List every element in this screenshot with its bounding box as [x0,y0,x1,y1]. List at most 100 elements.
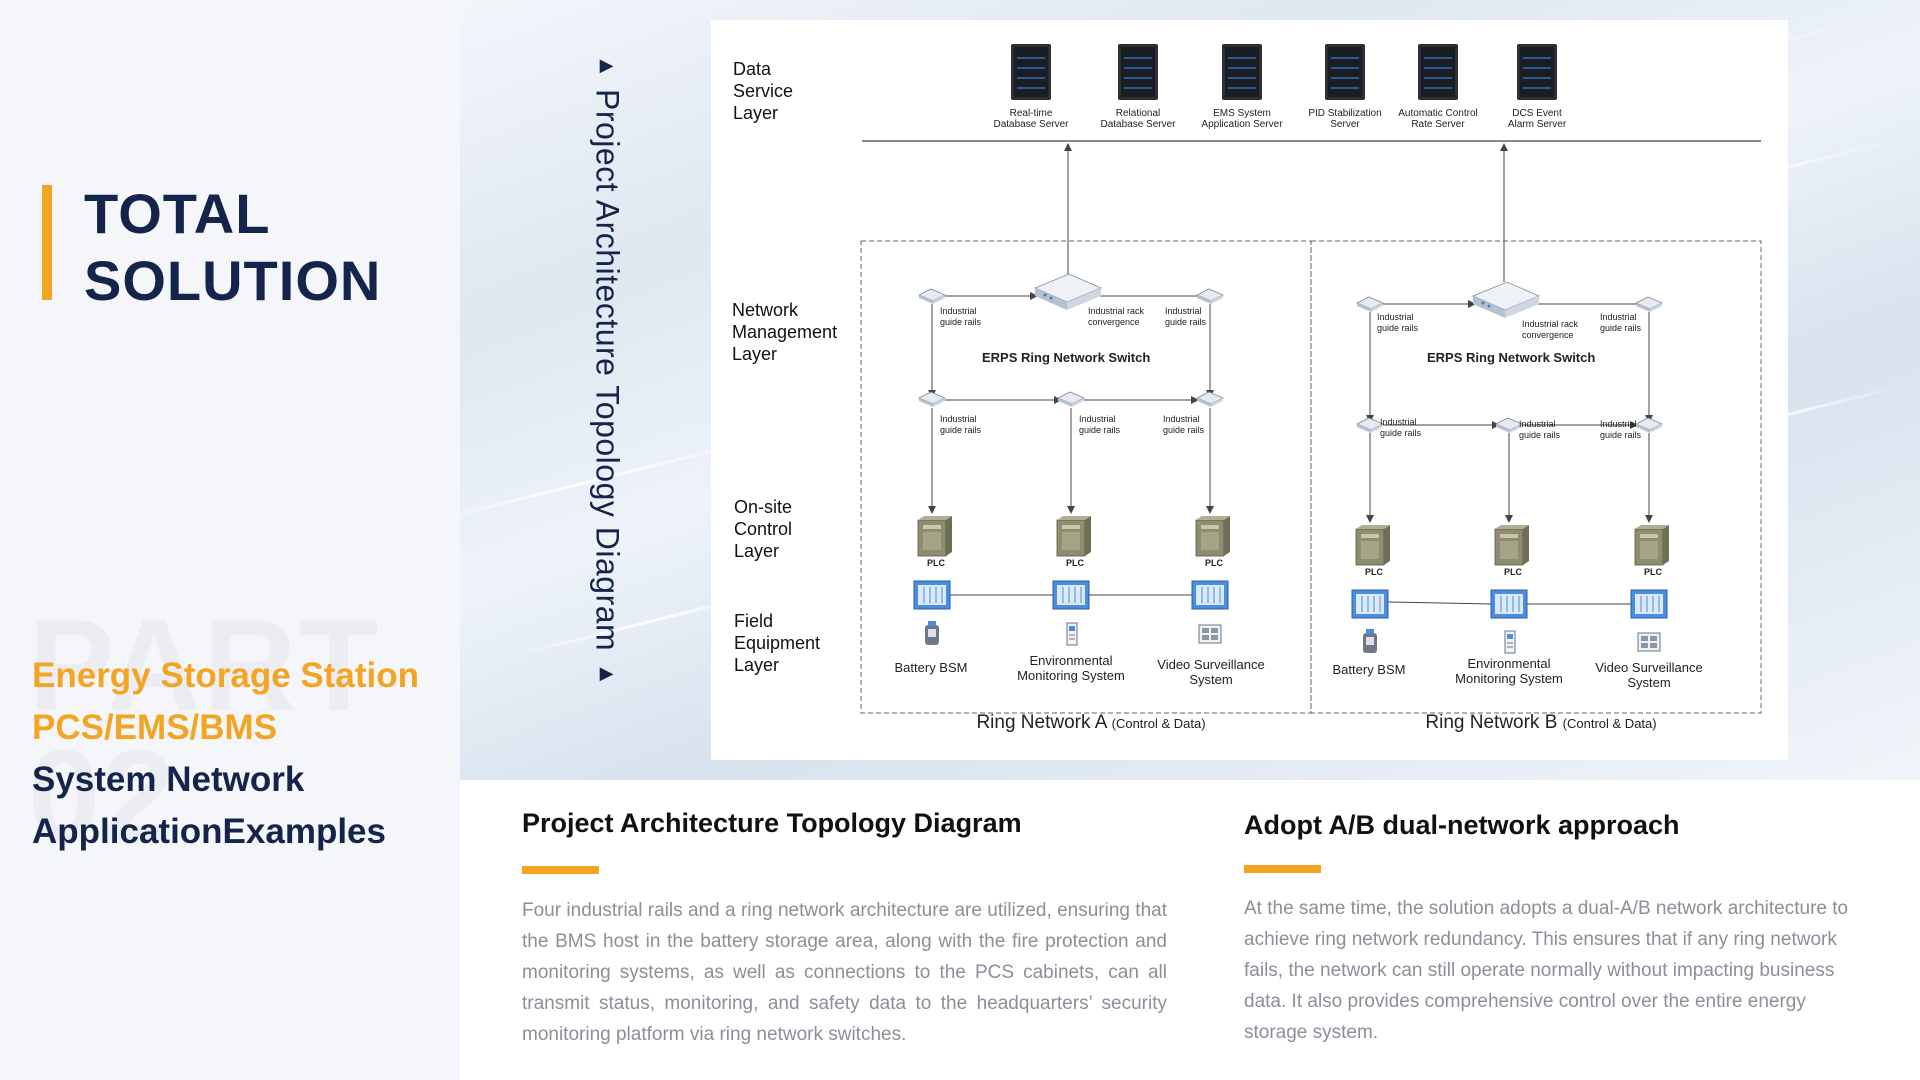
plc-icon [1056,515,1092,557]
layer-label-line: Layer [734,541,780,561]
ring-note: (Control & Data) [1562,716,1657,731]
rail-label-line: guide rails [1079,425,1121,435]
vertical-heading-text: Project Architecture Topology Diagram [589,88,626,651]
rail-label-line: Industrial [1519,419,1556,429]
ring-network-b-label: Ring Network B (Control & Data) [1401,712,1681,734]
industrial-rail-icon [1196,288,1224,305]
layer-label-network-management: Network Management Layer [732,299,862,365]
server-label-line: Alarm Server [1507,119,1567,130]
plc-label: PLC [1504,567,1522,577]
rail-label-line: Industrial [1380,417,1417,427]
rail-label-line: Industrial [1600,419,1637,429]
layer-label-line: Data [733,59,772,79]
server-label-line: Application Server [1201,119,1283,130]
convergence-label-line: Industrial rack [1522,319,1579,329]
server-icon [1417,43,1459,101]
section-text-topology: Four industrial rails and a ring network… [522,900,1167,1045]
layer-label-onsite-control: On-site Control Layer [734,496,864,562]
control-panel-icon [913,580,951,610]
server-label-line: Database Server [993,119,1069,130]
video-surveillance-icon [1198,624,1222,644]
ring-network-a-label: Ring Network A (Control & Data) [951,712,1231,734]
ring-name: Ring Network B [1425,712,1558,733]
control-panel-icon [1630,589,1668,619]
battery-bsm-icon [1363,629,1377,653]
subtitle-line: ApplicationExamples [32,812,386,851]
convergence-label-line: Industrial rack [1088,306,1145,316]
rail-label-line: guide rails [1163,425,1205,435]
watermark-line: PART [28,592,381,738]
layer-label-line: Layer [733,103,779,123]
server-label-line: Server [1330,119,1360,130]
server-icon [1221,43,1263,101]
layer-label-line: On-site [734,497,793,517]
section-accent-bar [522,866,599,874]
industrial-rail-icon [918,288,946,305]
rail-label-line: Industrial [940,306,977,316]
layer-label-line: Layer [732,344,778,364]
control-panel-icon [1191,580,1229,610]
ring-switch-icon [1472,281,1540,319]
device-label-line: Monitoring System [1017,668,1125,683]
triangle-icon: ▶ [597,55,617,77]
rail-label-line: guide rails [1600,323,1642,333]
control-panel-icon [1490,589,1528,619]
server-label-line: PID Stabilization [1308,108,1382,119]
convergence-label-line: convergence [1522,330,1574,340]
rail-label-line: Industrial [1163,414,1200,424]
environment-monitor-icon [1504,630,1516,654]
erps-switch-label-a: ERPS Ring Network Switch [982,350,1151,365]
plc-label: PLC [927,558,945,568]
part-watermark: PART 02 [28,600,380,860]
server-icon [1117,43,1159,101]
control-panel-icon [1351,589,1389,619]
layer-label-line: Control [734,519,793,539]
plc-label: PLC [1365,567,1383,577]
subtitle-line: PCS/EMS/BMS [32,708,278,747]
industrial-rail-icon [1635,296,1663,313]
section-subtitle: Energy Storage Station PCS/EMS/BMS Syste… [32,650,462,858]
triangle-icon: ▶ [597,662,617,685]
left-panel: TOTAL SOLUTION PART 02 Energy Storage St… [0,0,460,1080]
erps-switch-label-b: ERPS Ring Network Switch [1427,350,1596,365]
plc-icon [1195,515,1231,557]
device-label-line: System [1627,675,1671,690]
layer-label-data-service: Data Service Layer [733,58,863,124]
layer-label-field-equipment: Field Equipment Layer [734,610,864,676]
device-label-line: Battery BSM [1332,662,1406,677]
rail-label-line: Industrial [1165,306,1202,316]
section-text-dual-network: At the same time, the solution adopts a … [1244,898,1849,1043]
subtitle-line: Energy Storage Station [32,656,420,695]
title-line: SOLUTION [84,249,382,312]
watermark-line: 02 [28,722,177,868]
industrial-rail-icon [918,391,946,408]
rail-label-line: guide rails [940,425,982,435]
video-surveillance-icon [1637,632,1661,652]
industrial-rail-icon [1196,391,1224,408]
ring-switch-icon [1034,273,1102,311]
control-panel-icon [1052,580,1090,610]
server-label-line: Real-time [1009,108,1053,119]
layer-label-line: Management [732,322,838,342]
rail-label-line: guide rails [1600,430,1642,440]
device-label-line: Environmental [1467,656,1551,671]
ring-note: (Control & Data) [1111,716,1206,731]
device-label: Battery BSM [1304,662,1434,677]
plc-icon [1634,524,1670,566]
vertical-diagram-heading: ▶ Project Architecture Topology Diagram … [582,55,632,735]
device-label-line: System [1189,672,1233,687]
